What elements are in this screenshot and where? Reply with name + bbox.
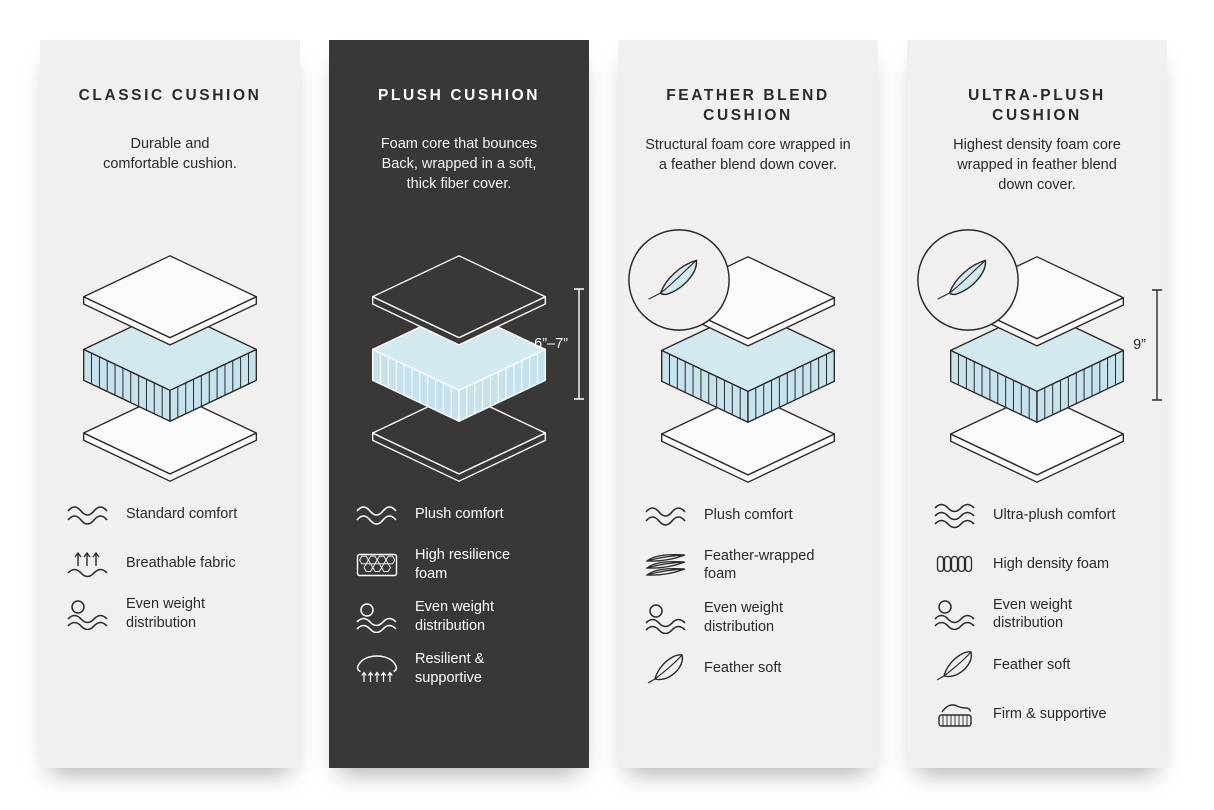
feature-row: High density foam [933,547,1157,581]
waves-icon [66,498,110,530]
feature-row: Breathable fabric [66,546,290,580]
breathable-fabric-icon [66,547,110,579]
feather-layers-icon [644,549,688,581]
feature-label: Plush comfort [415,505,504,522]
card-title: CLASSIC CUSHION [78,87,262,104]
cushion-layers-illustration [359,254,559,483]
cushion-diagram: 6”–7” [359,254,584,483]
measurement-line-icon [1152,289,1162,401]
feature-list: Plush comfort High resilience foam Even … [329,497,589,687]
weight-distribution-icon [355,601,399,633]
feature-row: Feather soft [933,648,1157,682]
feature-row: Even weight distribution [66,595,290,632]
card-title: FEATHER BLEND CUSHION [666,87,830,125]
cushion-layers-illustration [70,254,270,483]
feature-row: Firm & supportive [933,697,1157,731]
density-foam-icon [933,548,977,580]
card-title: ULTRA-PLUSH CUSHION [968,87,1106,125]
height-measurement: 6”–7” [534,288,585,400]
weight-distribution-icon [933,598,977,630]
measurement-line-icon [574,288,584,400]
card-plush-cushion: PLUSH CUSHION Foam core that bounces Bac… [329,40,589,768]
feature-row: Feather-wrapped foam [644,547,868,584]
feature-label: High resilience foam [415,547,511,582]
resilient-support-icon [355,653,399,685]
feather-icon [933,649,977,681]
card-title: PLUSH CUSHION [377,87,541,104]
card-classic-cushion: CLASSIC CUSHION Durable and comfortable … [40,40,300,768]
waves-icon [355,498,399,530]
feature-row: Ultra-plush comfort [933,498,1157,532]
feature-row: Even weight distribution [644,599,868,636]
card-ultra-plush-cushion: ULTRA-PLUSH CUSHION Highest density foam… [907,40,1167,768]
card-description: Highest density foam core wrapped in fea… [953,136,1121,193]
feature-row: Even weight distribution [933,596,1157,633]
feature-label: Resilient & supportive [415,651,485,686]
feature-label: Ultra-plush comfort [993,506,1116,523]
card-description: Structural foam core wrapped in a feathe… [645,136,851,173]
feature-label: Even weight distribution [126,596,205,631]
feature-label: Breathable fabric [126,554,236,571]
feature-label: Even weight distribution [704,600,783,635]
feature-label: Even weight distribution [993,596,1072,632]
feather-badge-icon [917,229,1019,331]
measurement-label: 9” [1133,336,1146,353]
feature-row: Even weight distribution [355,598,579,635]
feature-label: Plush comfort [704,506,793,523]
feature-row: Plush comfort [355,497,579,531]
feature-list: Plush comfort Feather-wrapped foam Even … [618,498,878,685]
firm-support-icon [933,698,977,730]
feature-label: Even weight distribution [415,599,494,634]
feature-row: Standard comfort [66,497,290,531]
cushion-diagram [628,229,848,484]
feature-label: Firm & supportive [993,705,1107,722]
feature-label: Feather soft [704,659,782,676]
feature-list: Ultra-plush comfort High density foam Ev… [907,498,1167,731]
feather-icon [644,652,688,684]
waves-icon [644,499,688,531]
feature-list: Standard comfort Breathable fabric Even … [40,497,300,632]
cushion-diagram [70,254,270,483]
cushion-diagram: 9” [917,229,1162,484]
height-measurement: 9” [1133,289,1163,401]
card-description: Foam core that bounces Back, wrapped in … [380,136,538,192]
feature-label: High density foam [993,555,1110,572]
feature-row: Resilient & supportive [355,650,579,687]
feature-label: Feather soft [993,656,1071,673]
measurement-label: 6”–7” [534,336,568,352]
honeycomb-foam-icon [355,549,399,581]
feature-row: Plush comfort [644,498,868,532]
feature-row: High resilience foam [355,546,579,583]
card-description: Durable and comfortable cushion. [103,136,237,172]
waves-dense-icon [933,499,977,531]
feature-row: Feather soft [644,651,868,685]
weight-distribution-icon [66,598,110,630]
feather-badge-icon [628,229,730,331]
card-feather-blend-cushion: FEATHER BLEND CUSHION Structural foam co… [618,40,878,768]
feature-label: Standard comfort [126,505,238,522]
weight-distribution-icon [644,602,688,634]
feature-label: Feather-wrapped foam [704,547,815,583]
